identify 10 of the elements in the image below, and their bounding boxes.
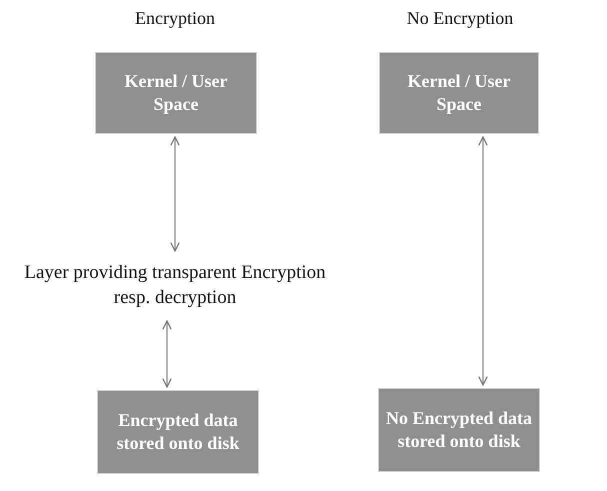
- process-box: No Encrypted data stored onto disk: [378, 388, 540, 472]
- double-arrow: [478, 136, 488, 386]
- column-heading: No Encryption: [406, 8, 514, 29]
- column-heading: Encryption: [134, 8, 216, 29]
- process-box: Kernel / User Space: [379, 52, 539, 134]
- double-arrow: [170, 136, 180, 252]
- double-arrow: [162, 320, 172, 388]
- process-box: Kernel / User Space: [95, 52, 257, 134]
- layer-text: Layer providing transparent Encryption resp. decryption: [5, 254, 345, 318]
- process-box: Encrypted data stored onto disk: [97, 390, 259, 474]
